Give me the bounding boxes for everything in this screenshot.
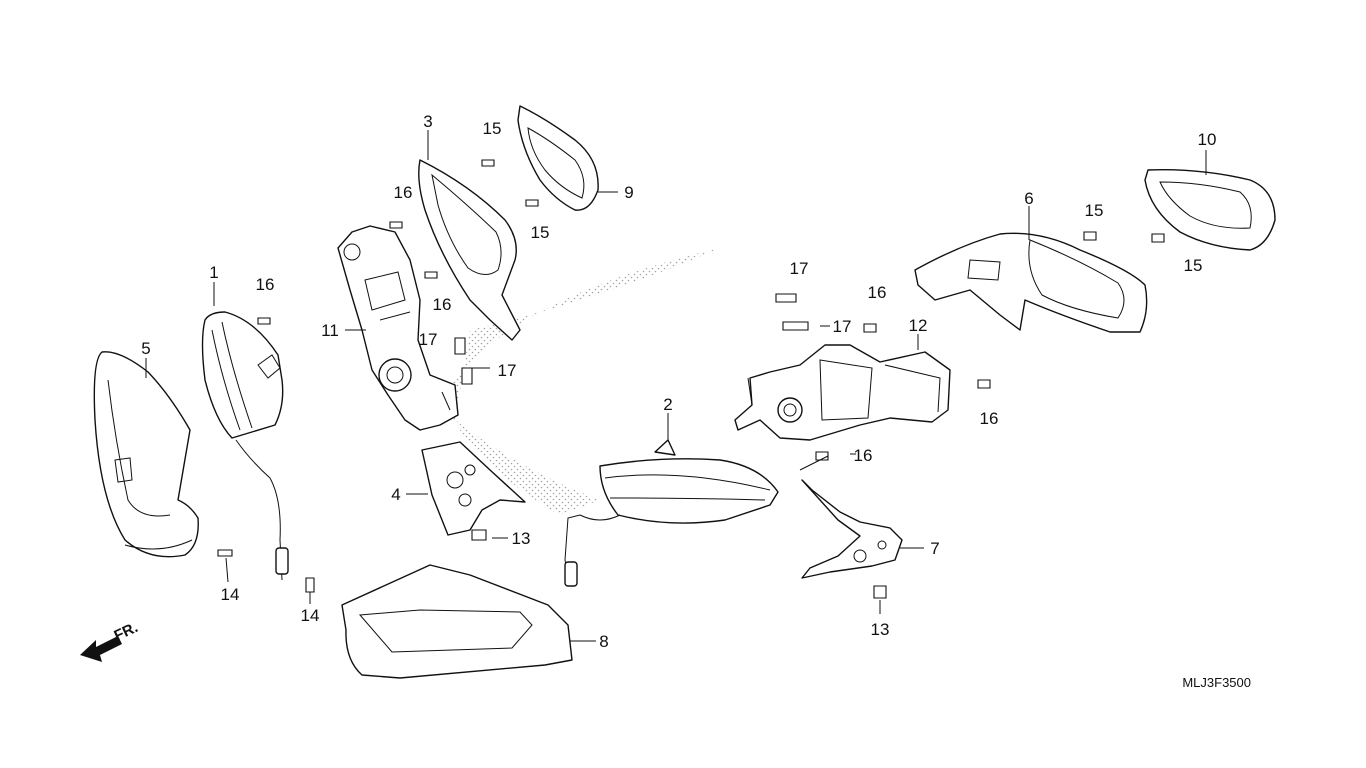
arrow-icon	[80, 636, 122, 662]
callout-15-c: 15	[1085, 201, 1104, 220]
callout-15-b: 15	[531, 223, 550, 242]
callout-10: 10	[1198, 130, 1217, 149]
front-arrow: FR.	[80, 619, 141, 662]
part-2-signal	[564, 439, 779, 587]
callout-14-right: 14	[301, 606, 320, 625]
callout-17-b: 17	[498, 361, 517, 380]
part-11-bracket	[337, 225, 459, 431]
callout-15-d: 15	[1184, 256, 1203, 275]
front-label: FR.	[112, 619, 141, 645]
part-1-housing	[201, 311, 289, 581]
callout-1: 1	[209, 263, 218, 282]
callout-4: 4	[391, 485, 400, 504]
callout-13-left: 13	[512, 529, 531, 548]
callout-3: 3	[423, 112, 432, 131]
callout-7: 7	[930, 539, 939, 558]
callout-16-d: 16	[868, 283, 887, 302]
part-8-cover	[341, 564, 573, 679]
callout-17-d: 17	[833, 317, 852, 336]
callout-16-b: 16	[433, 295, 452, 314]
callout-6: 6	[1024, 189, 1033, 208]
part-7-bracket	[801, 479, 903, 579]
part-10-glass	[1144, 169, 1276, 251]
part-4-panel	[421, 441, 526, 536]
callout-16-f: 16	[854, 446, 873, 465]
callout-16-c: 16	[256, 275, 275, 294]
callout-17-a: 17	[419, 330, 438, 349]
callout-16-e: 16	[980, 409, 999, 428]
callout-12: 12	[909, 316, 928, 335]
part-9-glass	[517, 105, 599, 211]
callout-5: 5	[141, 339, 150, 358]
diagram-code: MLJ3F3500	[1182, 675, 1251, 690]
part-12-bracket	[734, 344, 951, 441]
callout-15-a: 15	[483, 119, 502, 138]
callout-9: 9	[624, 183, 633, 202]
callout-labels: 1 2 3 4 5 6 7 8 9 10 11 12 13 13 14 14 1…	[141, 112, 1216, 651]
part-5-cover	[93, 351, 199, 558]
callout-16-a: 16	[394, 183, 413, 202]
leader-lines	[145, 130, 1207, 642]
part-3-frame	[418, 159, 521, 341]
part-6-cover	[914, 232, 1148, 333]
callout-17-c: 17	[790, 259, 809, 278]
callout-14-left: 14	[221, 585, 240, 604]
callout-11: 11	[321, 321, 339, 340]
bolts	[217, 159, 1165, 599]
callout-8: 8	[599, 632, 608, 651]
callout-13-right: 13	[871, 620, 890, 639]
callout-2: 2	[663, 395, 672, 414]
